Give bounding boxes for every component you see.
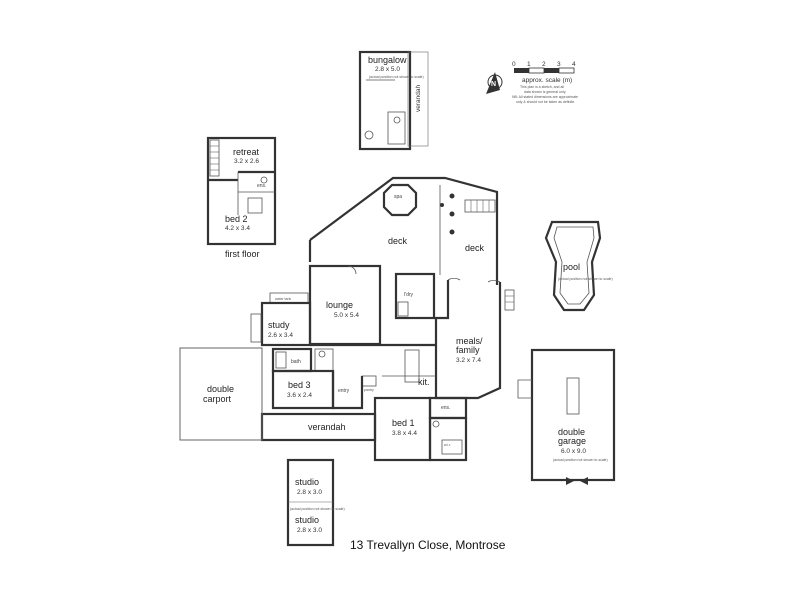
bed1-dims: 3.8 x 4.4 (392, 430, 417, 437)
bungalow-block: bungalow 2.8 x 5.0 (actual position not … (358, 50, 429, 151)
ens-ground-label: ens. (441, 405, 450, 411)
retreat-label: retreat (233, 147, 260, 157)
scale-note-2: data shown is general only. (524, 90, 566, 94)
scale-note-1: This plan is a sketch, and all (520, 85, 564, 89)
meals-family-line2: family (456, 345, 480, 355)
garage-block: double garage 6.0 x 9.0 (actual position… (517, 348, 616, 485)
scale-tick-2: 2 (542, 61, 546, 68)
pool-note: (actual position not shown to scale) (558, 277, 613, 281)
study-dims: 2.6 x 3.4 (268, 332, 293, 339)
garage-line1: double (558, 427, 585, 437)
studio-block: studio 2.8 x 3.0 (actual position not sh… (286, 458, 345, 547)
bed1-label: bed 1 (392, 418, 415, 428)
scale-label: approx. scale (m) (522, 77, 572, 84)
bath-label: bath (291, 359, 301, 365)
carport-line2: carport (203, 394, 232, 404)
deck-area: spa deck deck (308, 176, 515, 311)
bed2-dims: 4.2 x 3.4 (225, 225, 250, 232)
bed3-label: bed 3 (288, 380, 311, 390)
water-tank-label: water tank (275, 297, 291, 301)
first-floor-block: retreat 3.2 x 2.6 ens. bed 2 4.2 x 3.4 f… (206, 136, 277, 259)
svg-text:N: N (491, 81, 496, 88)
pantry-label: pantry (364, 388, 374, 392)
pool-label: pool (563, 262, 580, 272)
carport-line1: double (207, 384, 234, 394)
wir-label: w.i.r. (444, 443, 451, 447)
bungalow-label: bungalow (368, 55, 407, 65)
bungalow-note: (actual position not shown to scale) (369, 75, 424, 79)
lounge-label: lounge (326, 300, 353, 310)
scale-tick-3: 3 (557, 61, 561, 68)
scale-tick-0: 0 (512, 61, 516, 68)
carport-block: double carport (179, 347, 263, 441)
studio-upper-label: studio (295, 477, 319, 487)
entry-label: entry (338, 388, 350, 394)
studio-note: (actual position not shown to scale) (290, 507, 345, 511)
spa-label: spa (394, 194, 402, 200)
plant-icons (440, 193, 455, 235)
bungalow-dims: 2.8 x 5.0 (375, 66, 400, 73)
main-house: lounge 5.0 x 5.4 water tank study 2.6 x … (250, 264, 502, 462)
garage-dims: 6.0 x 9.0 (561, 448, 586, 455)
garage-note: (actual position not shown to scale) (553, 458, 608, 462)
studio-lower-dims: 2.8 x 3.0 (297, 527, 322, 534)
meals-family-dims: 3.2 x 7.4 (456, 357, 481, 364)
studio-upper-dims: 2.8 x 3.0 (297, 489, 322, 496)
retreat-dims: 3.2 x 2.6 (234, 158, 259, 165)
kit-label: kit. (418, 377, 430, 387)
ldry-label: l'dry (404, 292, 414, 298)
north-arrow-icon: N (486, 72, 503, 94)
bed2-label: bed 2 (225, 214, 248, 224)
deck-left-label: deck (388, 236, 408, 246)
studio-lower-label: studio (295, 515, 319, 525)
bed3-dims: 3.6 x 2.4 (287, 392, 312, 399)
garage-line2: garage (558, 436, 586, 446)
first-floor-label: first floor (225, 249, 260, 259)
ens-first-label: ens. (257, 183, 266, 189)
deck-stairs (464, 199, 515, 311)
scale-tick-1: 1 (527, 61, 531, 68)
lounge-dims: 5.0 x 5.4 (334, 312, 359, 319)
stair-icon (209, 139, 220, 177)
study-label: study (268, 320, 290, 330)
scale-bar: 0 1 2 3 4 approx. scale (m) This plan is… (512, 61, 578, 104)
scale-note-3: NB: All stated dimensions are approximat… (512, 95, 578, 99)
scale-note-4: only & should not be taken as definite. (516, 100, 575, 104)
pool-block: pool (actual position not shown to scale… (544, 220, 613, 312)
address-caption: 13 Trevallyn Close, Montrose (350, 538, 506, 552)
meals-family-line1: meals/ (456, 336, 483, 346)
scale-tick-4: 4 (572, 61, 576, 68)
verandah-top-label: verandah (415, 85, 422, 112)
deck-right-label: deck (465, 243, 485, 253)
verandah-bottom-label: verandah (308, 422, 346, 432)
